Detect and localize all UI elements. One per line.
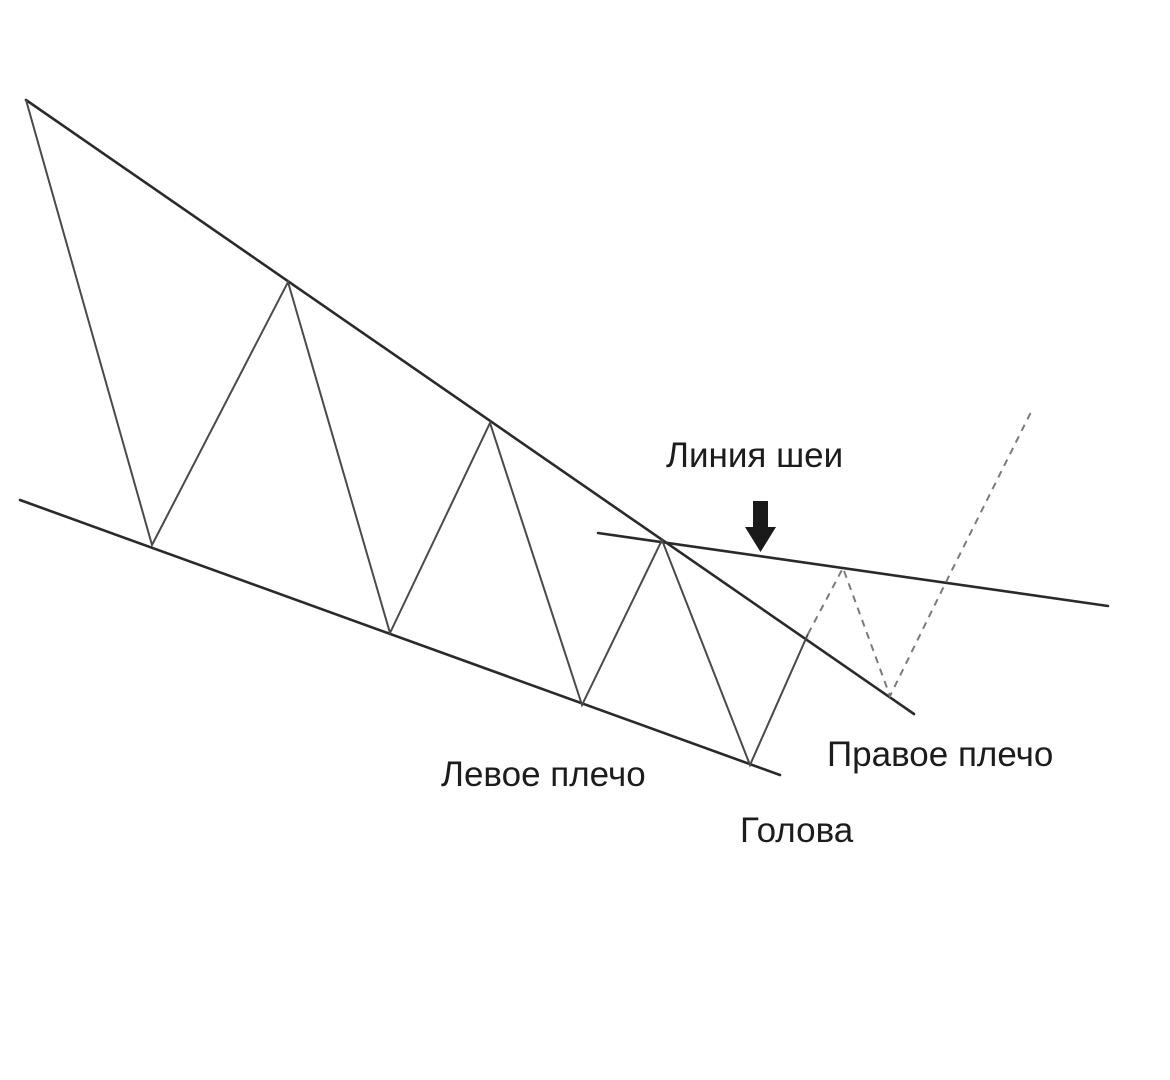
head-label: Голова — [740, 811, 854, 850]
price-projection-dashed — [807, 409, 1033, 699]
lower-trendline — [18, 498, 782, 777]
down-arrow-icon — [745, 501, 776, 552]
neckline-label: Линия шеи — [666, 436, 844, 475]
right-shoulder-label: Правое плечо — [827, 735, 1054, 774]
price-zigzag — [25, 99, 809, 768]
upper-trendline — [24, 98, 916, 716]
neckline — [596, 531, 1110, 608]
left-shoulder-label: Левое плечо — [441, 755, 646, 794]
